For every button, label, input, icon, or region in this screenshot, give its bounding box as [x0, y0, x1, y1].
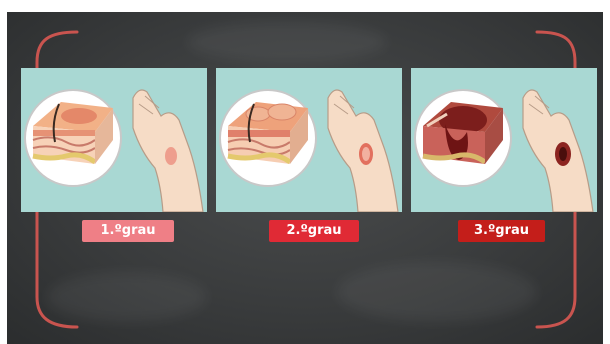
hand-burn-third-degree	[523, 90, 593, 212]
burn-panel-third-degree	[411, 68, 597, 212]
third-degree-label: 3.ºgrau	[458, 220, 545, 242]
burn-panel-first-degree	[21, 68, 207, 212]
chalkboard-background: 1.ºgrau 2.ºgrau 3.ºgrau	[7, 12, 603, 344]
burn-panel-second-degree	[216, 68, 402, 212]
skin-cross-section-second-degree	[220, 90, 316, 186]
skin-cross-section-third-degree	[415, 90, 511, 186]
first-degree-label: 1.ºgrau	[82, 220, 174, 242]
second-degree-label: 2.ºgrau	[269, 220, 359, 242]
hand-burn-second-degree	[328, 90, 398, 212]
skin-cross-section-first-degree	[25, 90, 121, 186]
hand-burn-first-degree	[133, 90, 203, 212]
